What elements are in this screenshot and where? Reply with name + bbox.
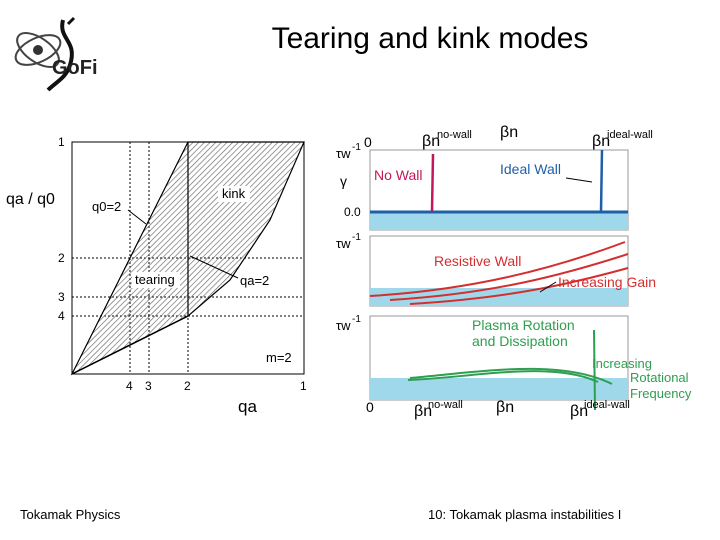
bottom-beta-nowall: βn [414,403,432,420]
bottom-zero: 0 [366,399,374,415]
label-increasing-gain: Increasing Gain [558,274,656,290]
label-dissipation: and Dissipation [472,333,568,349]
p1-inv-sup: -1 [352,142,361,153]
rotation-curve-1 [407,370,599,383]
footer-lecture: 10: Tokamak plasma instabilities I [428,507,622,522]
no-wall-curve [430,153,435,213]
ideal-wall-curve [599,149,604,213]
top-beta-ideal-sup: ideal-wall [607,129,653,141]
panel-resistive-wall: τw -1 Resistive Wall Increasing Gain [336,232,656,307]
x-tick-1: 1 [300,379,307,393]
top-beta-ideal: βn [592,133,610,150]
bottom-beta-ideal: βn [570,403,588,420]
rotation-curve-3 [593,329,596,411]
p2-inv-sup: -1 [352,232,361,243]
p1-inv-tau: τw [336,146,351,161]
label-rotational: Rotational [630,370,689,385]
panel-rotation: τw -1 Plasma Rotation and Dissipation In… [336,314,692,411]
page-title: Tearing and kink modes [271,22,589,55]
p3-inv-tau: τw [336,318,351,333]
y-tick-3: 3 [58,290,65,304]
footer-course: Tokamak Physics [20,507,121,522]
top-beta: βn [500,124,518,141]
growth-rate-diagram: 0 βn no-wall βn βn ideal-wall τw -1 γ 0.… [336,124,692,420]
label-ideal-wall: Ideal Wall [500,161,561,177]
panel-no-wall: τw -1 γ 0.0 No Wall Ideal Wall [336,142,629,231]
label-qa2: qa=2 [240,273,269,288]
label-tearing: tearing [135,272,175,287]
boundary-lower [71,315,189,375]
x-tick-2: 2 [184,379,191,393]
label-m2: m=2 [266,350,292,365]
label-frequency: Frequency [630,386,692,401]
top-zero: 0 [364,134,372,150]
resistive-curve-2 [389,253,629,301]
resistive-curve-1 [369,241,626,297]
bottom-beta-nowall-sup: no-wall [428,399,463,411]
rotation-curve-2 [409,367,613,385]
y-tick-2: 2 [58,251,65,265]
top-beta-nowall-sup: no-wall [437,129,472,141]
institute-logo-icon: GoFi [14,16,98,92]
p3-inv-sup: -1 [352,314,361,325]
x-tick-3: 3 [145,379,152,393]
label-q0: q0=2 [92,199,121,214]
top-beta-nowall: βn [422,133,440,150]
logo-text: GoFi [52,57,98,79]
resistive-curve-3 [409,267,629,305]
p2-inv-tau: τw [336,236,351,251]
label-increasing: Increasing [592,356,652,371]
label-resistive-wall: Resistive Wall [434,253,521,269]
stability-diagram: 1 2 3 4 4 3 2 1 qa / q0 qa q0=2 kink tea… [6,135,307,416]
label-kink: kink [222,186,246,201]
y-axis-label: qa / q0 [6,191,55,208]
p1-gamma: γ [340,173,347,189]
y-tick-4: 4 [58,309,65,323]
institute-logo: GoFi [8,10,104,96]
label-plasma-rotation: Plasma Rotation [472,317,575,333]
y-tick-1: 1 [58,135,65,149]
bottom-beta-ideal-sup: ideal-wall [584,399,630,411]
bottom-beta: βn [496,399,514,416]
x-tick-4: 4 [126,379,133,393]
label-no-wall: No Wall [374,167,423,183]
x-axis-label: qa [238,397,257,416]
p1-floor: 0.0 [344,205,361,219]
